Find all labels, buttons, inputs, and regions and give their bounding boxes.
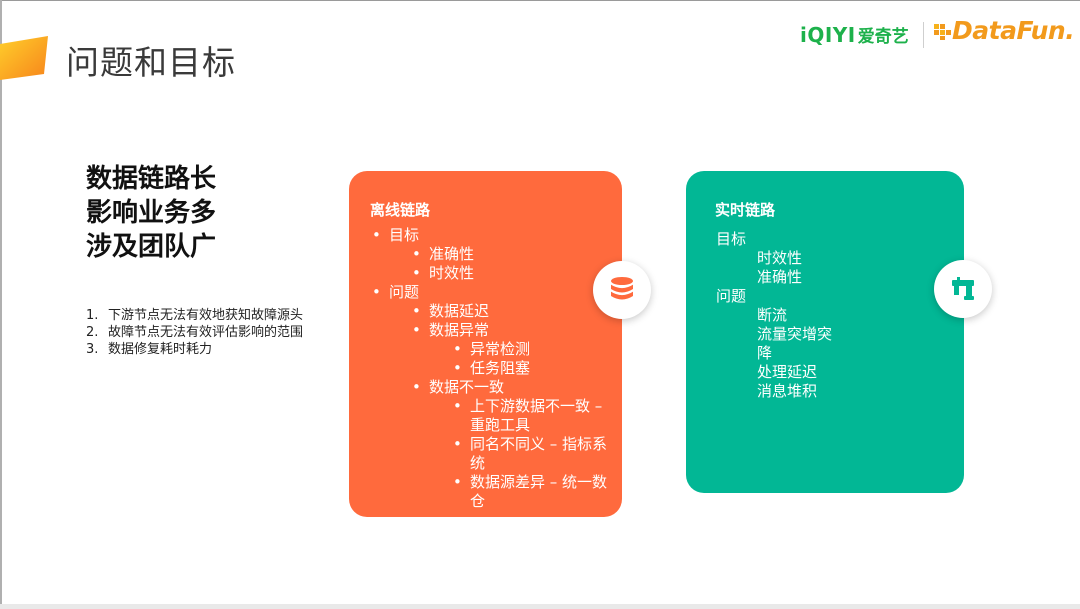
outline-item-continuation: 重跑工具 xyxy=(470,416,531,434)
outline-item: 准确性 xyxy=(757,268,803,286)
problem-item: 1. 下游节点无法有效地获知故障源头 xyxy=(86,307,303,324)
outline-item: 异常检测 xyxy=(371,340,616,359)
outline-item: 目标 xyxy=(716,230,747,248)
database-icon xyxy=(610,277,634,300)
outline-item: 流量突增突 xyxy=(757,325,833,343)
problem-text: 故障节点无法有效评估影响的范围 xyxy=(108,325,304,340)
outline-item: 数据源差异 – 统一数 xyxy=(371,473,616,492)
problem-list: 1. 下游节点无法有效地获知故障源头 2. 故障节点无法有效评估影响的范围 3.… xyxy=(86,307,303,358)
pipe-icon xyxy=(952,277,974,300)
headline-line: 数据链路长 xyxy=(86,164,217,194)
iqiyi-logo-en: iQIYI xyxy=(800,23,856,47)
headline: 数据链路长 影响业务多 涉及团队广 xyxy=(86,162,216,264)
offline-pipeline-card: 离线链路 目标 准确性 时效性 问题 数据延迟 数据异常 异常检测 任务阻塞 数… xyxy=(349,171,622,517)
outline-item: 数据异常 xyxy=(371,321,616,340)
card-title: 离线链路 xyxy=(370,201,431,219)
problem-number: 1. xyxy=(86,308,99,323)
outline-item: 处理延迟 xyxy=(757,363,818,381)
logo-divider xyxy=(923,22,924,48)
datafun-logo: DataFun. xyxy=(934,16,1075,45)
problem-text: 数据修复耗时耗力 xyxy=(108,342,213,357)
problem-item: 3. 数据修复耗时耗力 xyxy=(86,341,303,358)
outline-item-continuation: 统 xyxy=(470,454,486,472)
outline-item: 数据不一致 xyxy=(371,378,616,397)
card-title: 实时链路 xyxy=(715,201,776,219)
outline-item: 消息堆积 xyxy=(757,382,818,400)
frame-top-border xyxy=(0,0,1080,1)
datafun-mark-icon xyxy=(934,23,951,40)
outline-item: 任务阻塞 xyxy=(371,359,616,378)
outline-item: 时效性 xyxy=(757,249,803,267)
database-badge xyxy=(593,261,651,319)
offline-outline: 目标 准确性 时效性 问题 数据延迟 数据异常 异常检测 任务阻塞 数据不一致 … xyxy=(371,226,616,511)
frame-left-border xyxy=(0,0,2,609)
outline-item: 上下游数据不一致 – xyxy=(371,397,616,416)
page-title: 问题和目标 xyxy=(66,43,236,82)
outline-item: 数据延迟 xyxy=(371,302,616,321)
problem-text: 下游节点无法有效地获知故障源头 xyxy=(108,308,304,323)
realtime-outline: 目标 时效性 准确性 问题 断流 流量突增突 降 处理延迟 消息堆积 xyxy=(716,230,956,401)
outline-item: 断流 xyxy=(757,306,788,324)
outline-item: 目标 xyxy=(371,226,616,245)
frame-bottom-strip xyxy=(0,604,1080,609)
problem-number: 3. xyxy=(86,342,99,357)
datafun-logo-text: DataFun. xyxy=(952,16,1075,45)
problem-number: 2. xyxy=(86,325,99,340)
title-accent-shape xyxy=(0,36,48,80)
iqiyi-logo-cn: 爱奇艺 xyxy=(857,27,909,47)
pipe-badge xyxy=(934,260,992,318)
outline-item: 同名不同义 – 指标系 xyxy=(371,435,616,454)
outline-item-continuation: 仓 xyxy=(470,492,486,510)
headline-line: 涉及团队广 xyxy=(86,232,217,262)
outline-item: 降 xyxy=(757,344,773,362)
realtime-pipeline-card: 实时链路 目标 时效性 准确性 问题 断流 流量突增突 降 处理延迟 消息堆积 xyxy=(686,171,964,493)
outline-item: 问题 xyxy=(716,287,747,305)
outline-item: 时效性 xyxy=(371,264,616,283)
outline-item: 问题 xyxy=(371,283,616,302)
headline-line: 影响业务多 xyxy=(86,198,217,228)
problem-item: 2. 故障节点无法有效评估影响的范围 xyxy=(86,324,303,341)
iqiyi-logo: iQIYI 爱奇艺 xyxy=(800,22,909,47)
outline-item: 准确性 xyxy=(371,245,616,264)
